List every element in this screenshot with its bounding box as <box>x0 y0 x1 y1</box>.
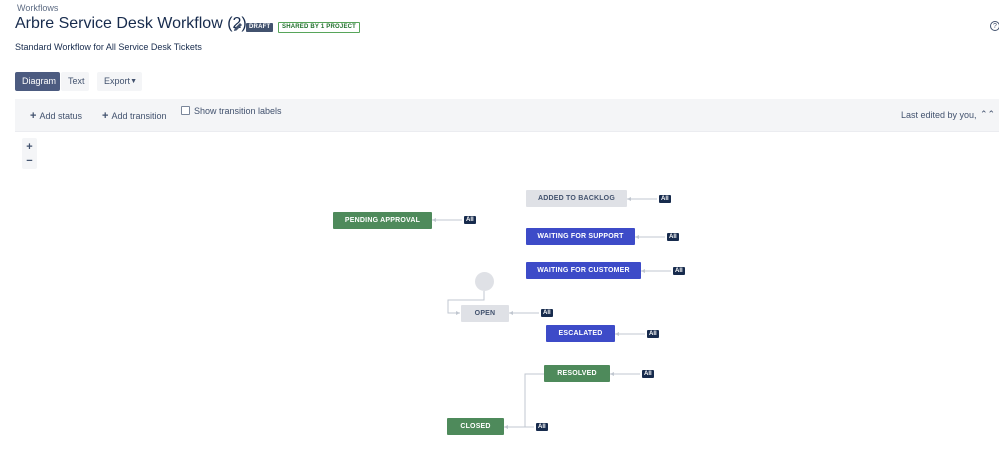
all-transition-badge[interactable]: All <box>464 216 476 224</box>
add-status-button[interactable]: +Add status <box>30 110 82 122</box>
zoom-controls <box>22 138 37 169</box>
add-transition-label: Add transition <box>111 111 167 121</box>
add-status-label: Add status <box>39 111 82 121</box>
status-waiting-for-customer[interactable]: WAITING FOR CUSTOMER <box>526 262 641 279</box>
status-waiting-for-support[interactable]: WAITING FOR SUPPORT <box>526 228 635 245</box>
workflow-description: Standard Workflow for All Service Desk T… <box>15 42 202 52</box>
help-icon[interactable]: ? <box>990 21 999 31</box>
status-pending-approval[interactable]: PENDING APPROVAL <box>333 212 432 229</box>
all-transition-badge[interactable]: All <box>536 423 548 431</box>
status-added-to-backlog[interactable]: ADDED TO BACKLOG <box>526 190 627 207</box>
shared-badge[interactable]: SHARED BY 1 PROJECT <box>278 22 361 33</box>
show-transition-labels-label[interactable]: Show transition labels <box>194 106 282 116</box>
diagram-toolbar <box>15 99 999 132</box>
show-transition-labels-checkbox[interactable] <box>181 106 190 115</box>
zoom-out-button[interactable]: − <box>26 155 33 167</box>
workflow-canvas[interactable] <box>15 132 999 469</box>
collapse-icon[interactable]: ⌃⌃ <box>980 109 996 119</box>
breadcrumb[interactable]: Workflows <box>17 3 59 13</box>
status-open[interactable]: OPEN <box>461 305 509 322</box>
page-title: Arbre Service Desk Workflow (2) <box>15 15 247 32</box>
all-transition-badge[interactable]: All <box>659 195 671 203</box>
all-transition-badge[interactable]: All <box>667 233 679 241</box>
export-dropdown[interactable]: Export ▼ <box>97 72 142 91</box>
chevron-down-icon: ▼ <box>130 78 137 85</box>
all-transition-badge[interactable]: All <box>647 330 659 338</box>
add-transition-button[interactable]: +Add transition <box>102 110 166 122</box>
status-escalated[interactable]: ESCALATED <box>546 325 615 342</box>
last-edited-text: Last edited by you, <box>901 110 977 120</box>
draft-badge: DRAFT <box>246 23 274 32</box>
export-label: Export <box>104 76 131 86</box>
plus-icon: + <box>30 110 37 122</box>
status-closed[interactable]: CLOSED <box>447 418 504 435</box>
tab-text[interactable]: Text <box>61 72 89 91</box>
status-resolved[interactable]: RESOLVED <box>544 365 610 382</box>
pencil-icon[interactable] <box>233 22 243 32</box>
zoom-in-button[interactable]: + <box>26 141 33 153</box>
all-transition-badge[interactable]: All <box>642 370 654 378</box>
plus-icon: + <box>102 110 109 122</box>
tab-diagram[interactable]: Diagram <box>15 72 60 91</box>
all-transition-badge[interactable]: All <box>541 309 553 317</box>
start-node[interactable] <box>475 272 494 291</box>
all-transition-badge[interactable]: All <box>673 267 685 275</box>
